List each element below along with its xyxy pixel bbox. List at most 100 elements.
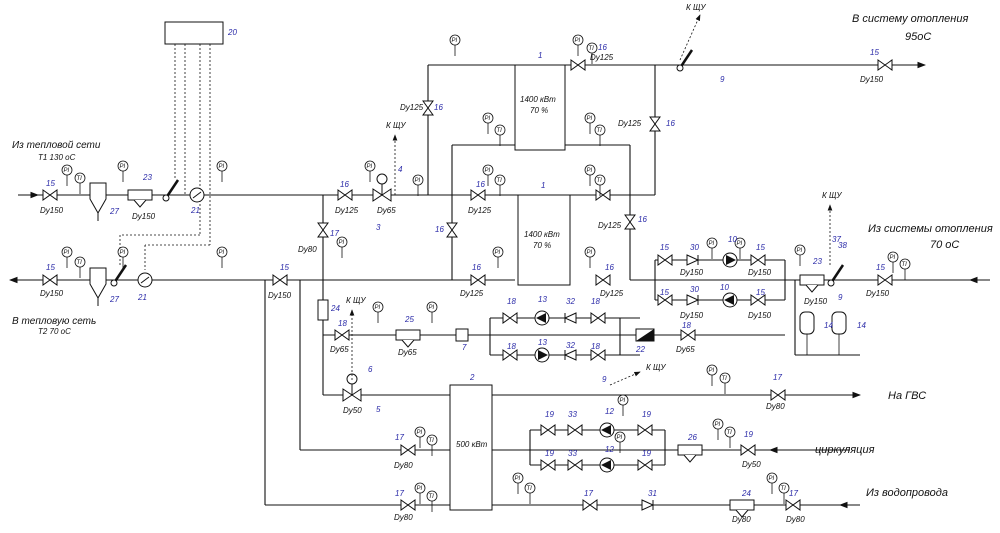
valve-icon xyxy=(540,459,556,471)
position-number: 18 xyxy=(591,342,600,351)
position-number: 18 xyxy=(338,319,347,328)
valve-icon xyxy=(400,444,416,456)
instrument-label: PI xyxy=(587,116,593,122)
position-number: 19 xyxy=(545,449,554,458)
instrument-label: PI xyxy=(219,164,225,170)
position-number: 15 xyxy=(756,288,765,297)
diameter-label: Dy125 xyxy=(335,206,359,215)
hx1-upper-power: 1400 кВт xyxy=(520,95,556,104)
to-heat-net-label: В тепловую сеть xyxy=(12,316,96,327)
valve-icon xyxy=(590,312,606,324)
position-number: 12 xyxy=(605,407,614,416)
position-number: 17 xyxy=(773,373,782,382)
temperature-gauge-icon: TI xyxy=(778,482,790,504)
pressure-gauge-icon: PI xyxy=(584,246,596,268)
pressure-gauge-icon: PI xyxy=(482,164,494,186)
instrument-label: TI xyxy=(589,46,595,52)
heating-temp-label: 95oC xyxy=(905,31,931,43)
pressure-gauge-icon: PI xyxy=(617,394,629,416)
instrument-label: PI xyxy=(620,398,626,404)
valve-icon xyxy=(877,59,893,71)
regulator-icon xyxy=(827,264,845,287)
valve-icon xyxy=(595,274,611,286)
instrument-label: PI xyxy=(709,368,715,374)
position-number: 14 xyxy=(824,321,833,330)
pressure-gauge-icon: PI xyxy=(117,246,129,268)
position-number: 13 xyxy=(538,338,547,347)
valve-icon xyxy=(770,389,786,401)
valve-icon xyxy=(877,274,893,286)
temperature-gauge-icon: TI xyxy=(494,124,506,146)
diameter-label: Dy125 xyxy=(460,289,484,298)
position-number: 5 xyxy=(376,405,381,414)
valve-icon xyxy=(740,444,756,456)
valve-icon xyxy=(42,274,58,286)
strainer-icon xyxy=(729,499,755,518)
position-number: 37 xyxy=(832,235,841,244)
position-number: 9 xyxy=(720,75,725,84)
pump-icon xyxy=(534,347,550,363)
instrument-label: PI xyxy=(587,250,593,256)
pump-icon xyxy=(599,422,615,438)
pressure-gauge-icon: PI xyxy=(426,301,438,323)
pump-icon xyxy=(599,457,615,473)
instrument-label: TI xyxy=(597,128,603,134)
pressure-gauge-icon: PI xyxy=(712,418,724,440)
strainer-icon xyxy=(799,274,825,293)
position-number: 33 xyxy=(568,410,577,419)
control-valve-icon xyxy=(372,173,392,202)
pump-icon xyxy=(722,292,738,308)
valve-icon xyxy=(422,100,434,116)
to-heating-label: В систему отопления xyxy=(852,13,968,25)
diameter-label: Dy80 xyxy=(298,245,317,254)
instrument-label: PI xyxy=(64,250,70,256)
valve-icon xyxy=(567,424,583,436)
instrument-label: PI xyxy=(797,248,803,254)
hx2-power: 500 кВт xyxy=(456,440,488,449)
position-number: 14 xyxy=(857,321,866,330)
valve-icon xyxy=(502,349,518,361)
diameter-label: Dy80 xyxy=(786,515,805,524)
circulation-label: циркуляция xyxy=(815,444,875,456)
valve-icon xyxy=(750,254,766,266)
diameter-label: Dy80 xyxy=(732,515,751,524)
valve-icon xyxy=(400,499,416,511)
position-number: 32 xyxy=(566,297,575,306)
pressure-gauge-icon: PI xyxy=(584,164,596,186)
position-number: 15 xyxy=(756,243,765,252)
position-number: 10 xyxy=(720,283,729,292)
instrument-label: PI xyxy=(485,116,491,122)
position-number: 17 xyxy=(395,433,404,442)
pressure-gauge-icon: PI xyxy=(492,246,504,268)
check-valve-icon xyxy=(686,294,700,306)
instrument-label: PI xyxy=(120,164,126,170)
valve-icon xyxy=(502,312,518,324)
heat-exchanger-2 xyxy=(449,384,493,511)
position-number: 17 xyxy=(584,489,593,498)
pressure-gauge-icon: PI xyxy=(412,174,424,196)
instrument-label: PI xyxy=(417,430,423,436)
mud-separator-icon xyxy=(89,267,107,306)
pressure-gauge-icon: PI xyxy=(61,164,73,186)
dhw-label: На ГВС xyxy=(888,390,926,402)
diameter-label: Dy65 xyxy=(676,345,695,354)
strainer-24 xyxy=(317,299,329,321)
instrument-label: TI xyxy=(497,128,503,134)
instrument-label: TI xyxy=(77,176,83,182)
position-number: 18 xyxy=(591,297,600,306)
from-heating-label: Из системы отопления xyxy=(868,223,993,235)
temperature-gauge-icon: TI xyxy=(426,490,438,512)
position-number: 26 xyxy=(687,433,697,442)
position-number: 17 xyxy=(330,229,339,238)
position-number: 16 xyxy=(476,180,485,189)
valve-icon xyxy=(567,459,583,471)
temperature-gauge-icon: TI xyxy=(594,124,606,146)
valve-icon xyxy=(470,189,486,201)
instrument-label: PI xyxy=(890,255,896,261)
position-number: 9 xyxy=(602,375,607,384)
instrument-label: TI xyxy=(597,178,603,184)
pressure-gauge-icon: PI xyxy=(117,160,129,182)
position-number: 6 xyxy=(368,365,373,374)
